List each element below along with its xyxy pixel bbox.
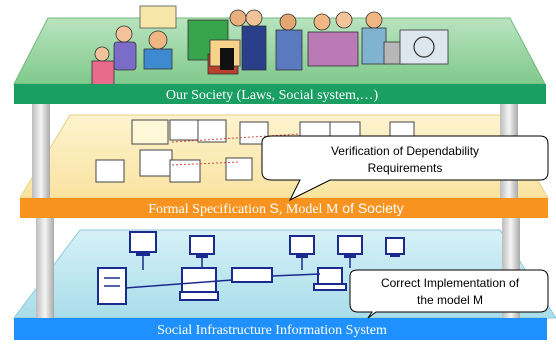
monitor-icon xyxy=(385,237,405,257)
computer-clipart xyxy=(97,231,405,305)
implementation-callout: Correct Implementation of the model M xyxy=(349,269,549,319)
router-icon xyxy=(231,267,273,283)
pillar-left-bottom xyxy=(36,218,54,318)
server-icon xyxy=(97,267,127,305)
implementation-line1: Correct Implementation of xyxy=(381,276,520,290)
network-lines xyxy=(125,256,351,289)
implementation-line2: the model M xyxy=(417,293,483,307)
monitor-icon xyxy=(337,235,363,258)
scene-clipart xyxy=(95,119,415,183)
society-label: Our Society (Laws, Social system,…) xyxy=(166,88,379,103)
monitor-icon xyxy=(189,235,215,258)
formal-band: Formal Specification S, Model M of Socie… xyxy=(20,198,548,218)
monitor-icon xyxy=(289,235,315,258)
infra-label: Social Infrastructure Information System xyxy=(157,323,387,338)
desktop-icon xyxy=(179,267,219,301)
laptop-icon xyxy=(313,267,347,291)
verification-callout: Verification of Dependability Requiremen… xyxy=(261,135,549,202)
people-clipart xyxy=(91,5,449,86)
verification-line1: Verification of Dependability xyxy=(331,144,479,158)
formal-label: Formal Specification S, Model M of Socie… xyxy=(148,200,404,217)
verification-line2: Requirements xyxy=(368,161,443,175)
pillar-left-top xyxy=(32,104,50,199)
monitor-icon xyxy=(129,231,157,256)
infra-band: Social Infrastructure Information System xyxy=(14,318,547,340)
society-band: Our Society (Laws, Social system,…) xyxy=(14,84,546,104)
